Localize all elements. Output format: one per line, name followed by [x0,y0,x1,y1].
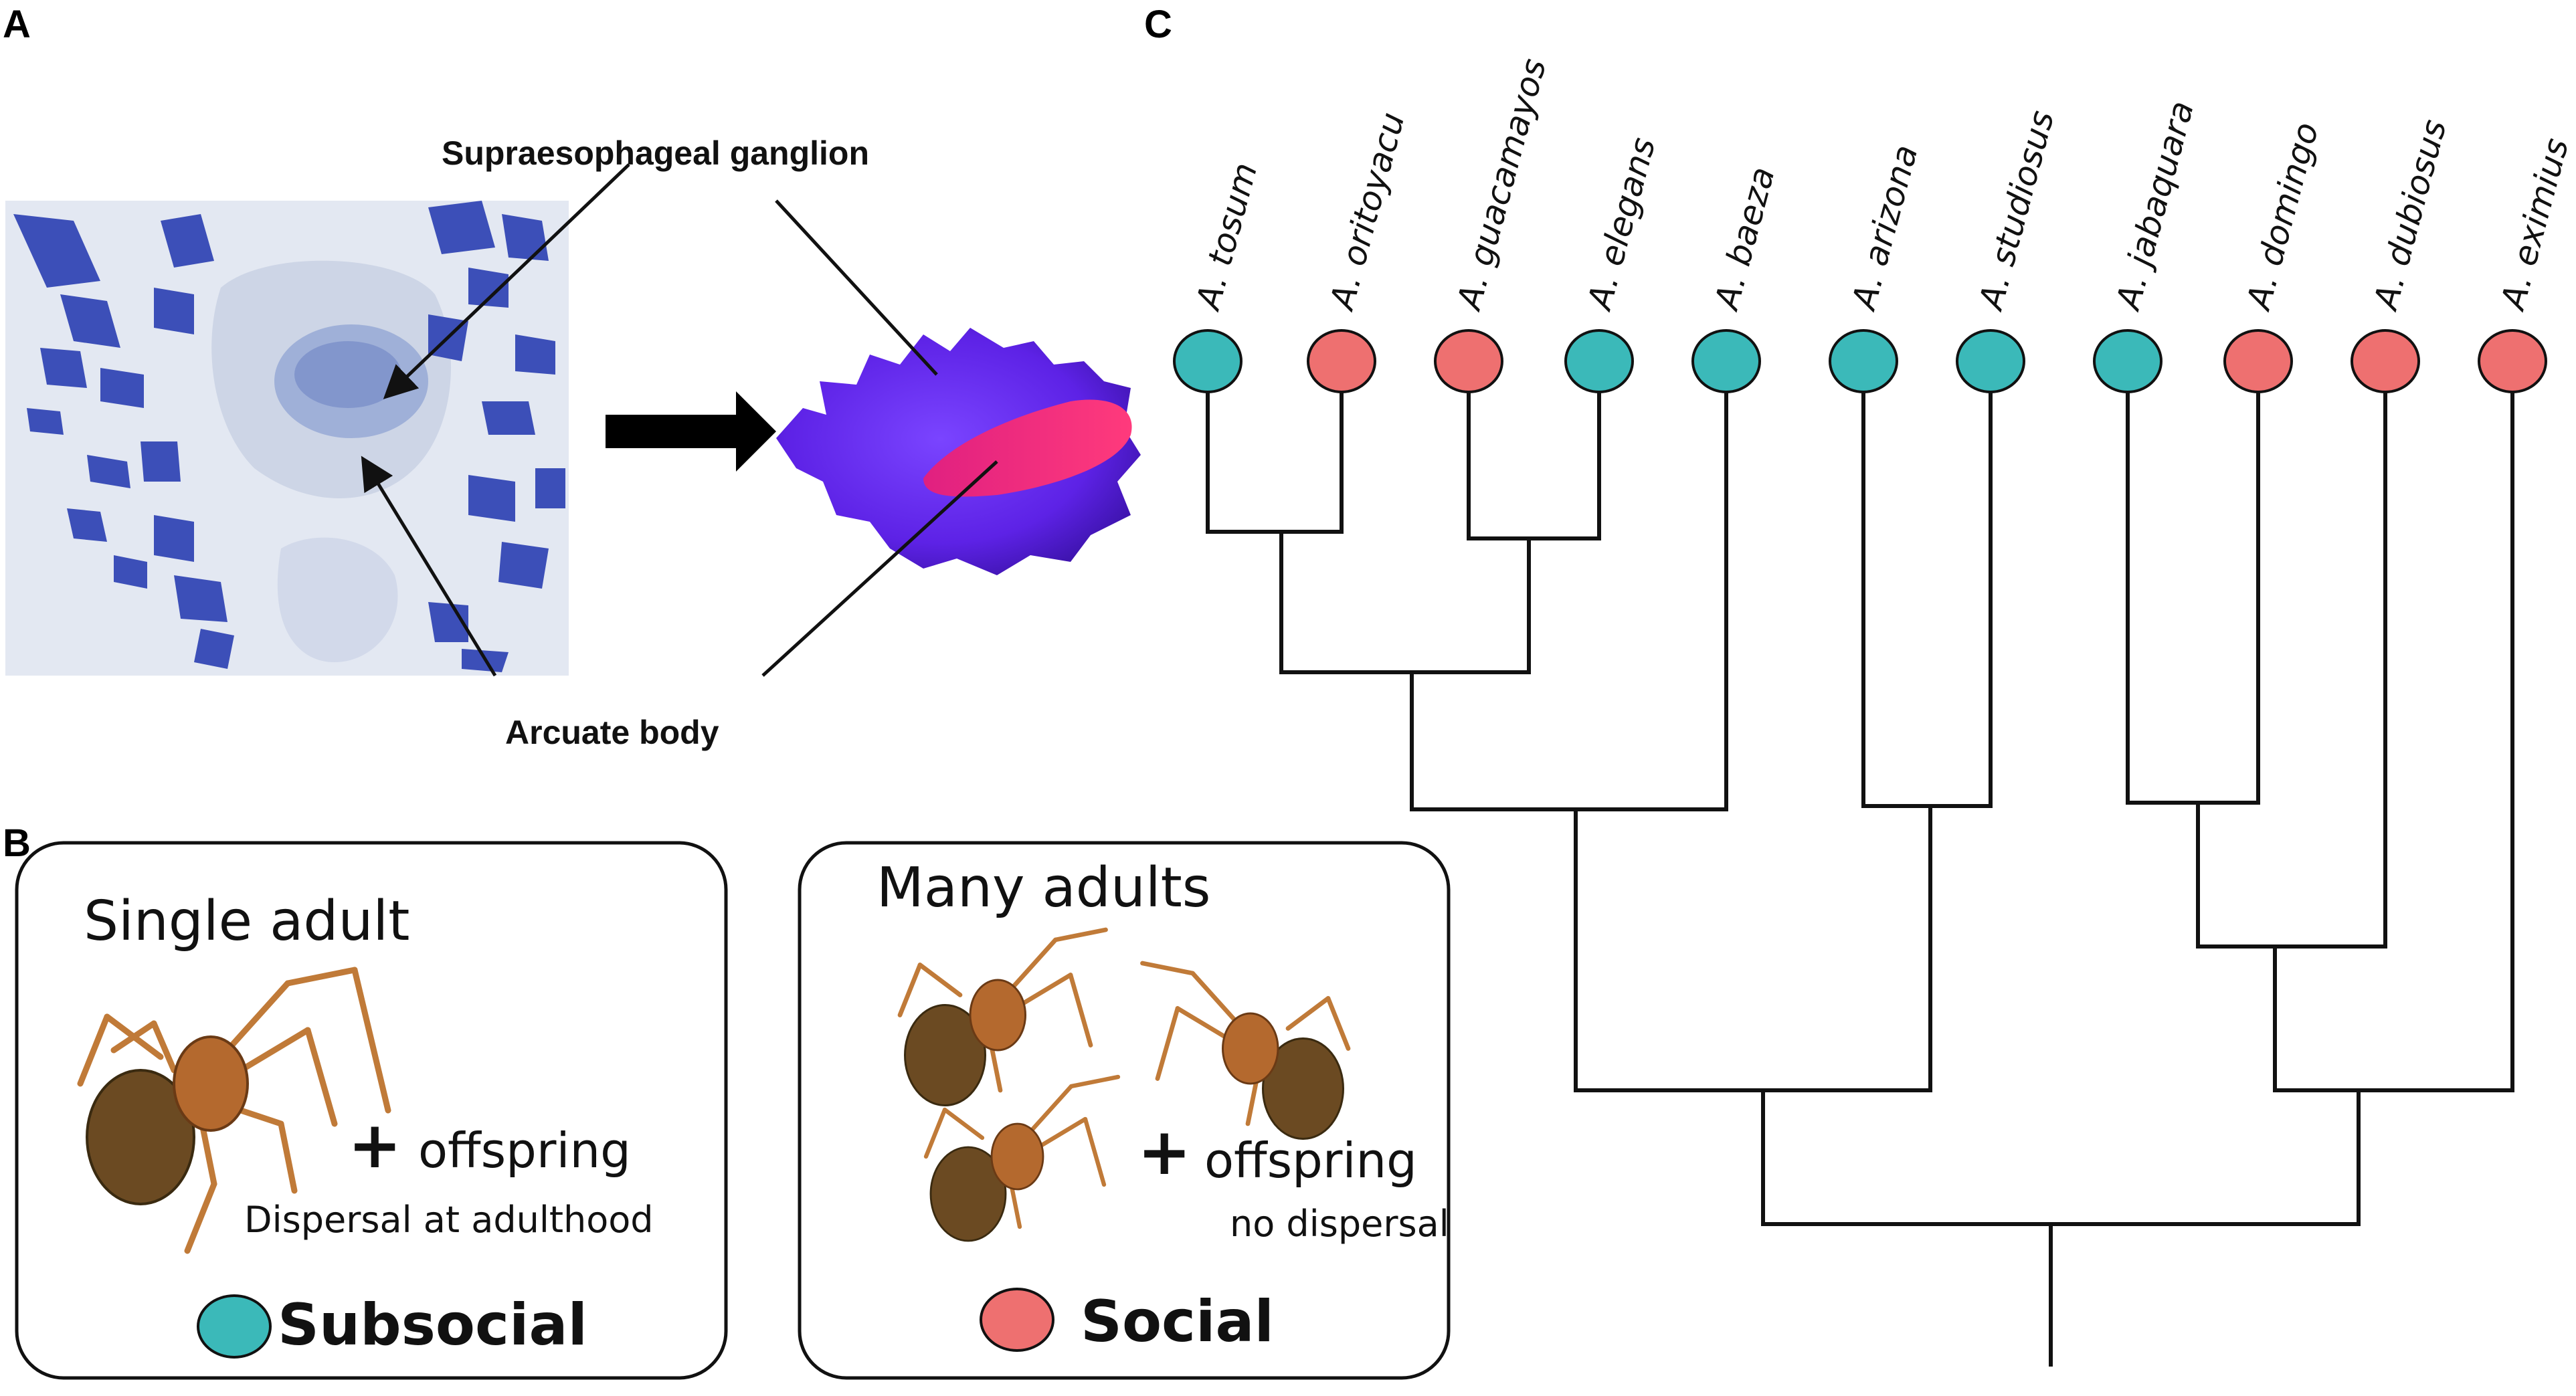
species-marker-jabaquara [2093,329,2163,393]
subsocial-plus-sign: + [348,1108,401,1183]
ganglion-pointer-line [775,199,938,376]
panel-letter-c: C [1144,3,1172,46]
subsocial-box [15,841,728,1380]
species-marker-oritoyacu [1307,329,1376,393]
arcuate-pointer-line [761,460,998,677]
species-tips: A. tosum A. oritoyacu A. guacamayos A. eleg… [1173,54,2576,393]
ganglion-pointer-arrow [383,163,630,399]
subsocial-dispersal-note: Dispersal at adulthood [244,1199,654,1241]
species-marker-arizona [1829,329,1898,393]
panel-letter-b: B [3,821,31,865]
social-box-title: Many adults [877,856,1211,920]
stained-leg-segments [13,214,234,669]
social-legend-marker [980,1288,1054,1352]
subsocial-legend-label: Subsocial [278,1292,587,1359]
species-label-domingo: A. domingo [2239,118,2326,315]
species-label-elegans: A. elegans [1580,134,1663,315]
species-marker-baeza [1691,329,1761,393]
histology-micrograph [5,201,569,676]
spider-photo [77,967,391,1254]
arcuate-pointer-arrow [361,456,497,677]
phylogeny-tree [1206,393,2514,1367]
brain-3d-render [776,328,1141,575]
big-right-arrow [606,391,776,472]
species-marker-tosum [1173,329,1243,393]
panel-letter-a: A [3,3,31,46]
social-box [798,841,1451,1380]
species-label-guacamayos: A. guacamayos [1449,54,1554,315]
species-label-arizona: A. arizona [1844,140,1926,315]
species-marker-elegans [1564,329,1634,393]
social-offspring-label: offspring [1204,1132,1417,1189]
species-marker-studiosus [1956,329,2025,393]
arcuate-body-render [923,399,1132,497]
species-marker-domingo [2223,329,2293,393]
social-plus-sign: + [1137,1114,1191,1189]
species-label-oritoyacu: A. oritoyacu [1322,108,1412,315]
label-supraesophageal-ganglion: Supraesophageal ganglion [442,134,869,172]
species-label-dubiosus: A. dubiosus [2366,116,2454,315]
species-marker-eximius [2478,329,2547,393]
subsocial-offspring-label: offspring [418,1122,631,1179]
species-label-jabaquara: A. jabaquara [2108,97,2201,315]
species-label-baeza: A. baeza [1707,163,1782,315]
subsocial-box-title: Single adult [84,890,409,953]
species-label-eximius: A. eximius [2493,134,2576,315]
subsocial-legend-marker [197,1294,272,1359]
species-marker-dubiosus [2351,329,2420,393]
social-legend-label: Social [1081,1288,1274,1355]
species-label-studiosus: A. studiosus [1971,106,2062,315]
species-marker-guacamayos [1434,329,1503,393]
spider-group-photo [897,927,1351,1242]
social-dispersal-note: no dispersal [1230,1203,1449,1245]
label-arcuate-body: Arcuate body [505,714,719,751]
species-label-tosum: A. tosum [1188,159,1265,315]
